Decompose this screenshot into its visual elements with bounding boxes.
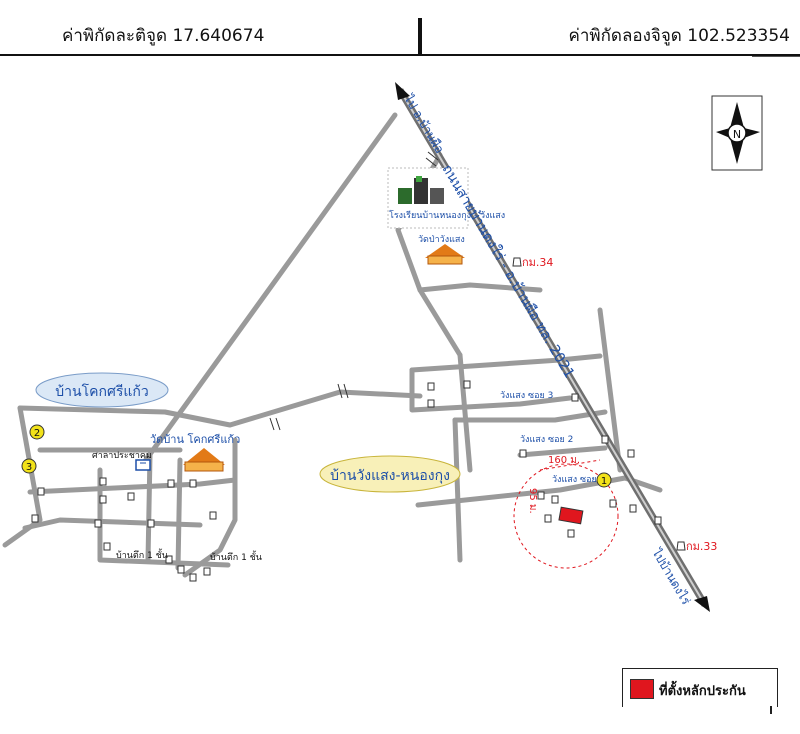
soi3-label: วังแสง ซอย 3 — [500, 391, 553, 401]
svg-text:2: 2 — [34, 428, 40, 439]
temple-icon — [183, 448, 225, 472]
coordinates-header: ค่าพิกัดละติจูด 17.640674 ค่าพิกัดลองจิจ… — [0, 0, 800, 56]
svg-text:1: 1 — [601, 476, 607, 487]
marker-1: 1 — [596, 472, 612, 488]
house-label-2: บ้านตึก 1 ชั้น — [210, 550, 262, 563]
longitude-label: ค่าพิกัดลองจิจูด 102.523354 — [568, 26, 791, 46]
svg-text:บ้านโคกศรีแก้ว: บ้านโคกศรีแก้ว — [55, 383, 148, 400]
collateral-marker — [558, 506, 584, 525]
km34-label: กม.34 — [522, 256, 553, 269]
sala-icon — [135, 459, 151, 471]
legend-tick — [770, 706, 772, 714]
svg-text:3: 3 — [26, 462, 32, 473]
house-label-1: บ้านตึก 1 ชั้น — [116, 548, 168, 561]
km33-label: กม.33 — [686, 540, 717, 553]
legend-label: ที่ตั้งหลักประกัน — [659, 684, 746, 699]
village-wang-saeng: บ้านวังแสง-หนองกุง — [319, 455, 461, 493]
km-marker-icon — [676, 541, 686, 551]
distance-160-label: 160 ม. — [548, 455, 580, 466]
highway-label: ถนนสายบ้านดงใร่ - อ.บ้านผือ ทล. 2021 — [439, 161, 579, 381]
temple-khok-label: วัดบ้าน โคกศรีแก้ว — [150, 432, 240, 446]
temple-icon — [425, 244, 465, 265]
sala-label: ศาลาประชาคม — [92, 451, 152, 461]
km-marker-icon — [512, 257, 522, 267]
distance-160-line — [539, 459, 601, 471]
latitude-label: ค่าพิกัดละติจูด 17.640674 — [62, 26, 265, 46]
compass-icon: N — [711, 95, 763, 171]
soi2-label: วังแสง ซอย 2 — [520, 435, 573, 445]
header-rule — [752, 56, 800, 57]
legend-swatch — [630, 679, 654, 699]
distance-95-label: 95 ม. — [527, 488, 538, 514]
school-label: โรงเรียนบ้านหนองกุง - วังแสง — [389, 210, 505, 221]
header-divider — [418, 18, 422, 54]
legend: ที่ตั้งหลักประกัน — [622, 668, 778, 707]
temple-wang-saeng-label: วัดป่าวังแสง — [418, 235, 465, 245]
marker-3: 3 — [21, 458, 37, 474]
soi1-label: วังแสง ซอย 1 — [552, 475, 605, 485]
village-khok-si-kaeo: บ้านโคกศรีแก้ว — [35, 372, 169, 408]
to-ban-phue-label: ไป อ.บ้านผือ — [401, 92, 447, 156]
marker-2: 2 — [29, 424, 45, 440]
house-icons — [31, 380, 662, 582]
radius-circle — [513, 463, 619, 569]
school-icon — [387, 167, 469, 229]
bridge-marks — [269, 151, 439, 431]
svg-text:บ้านวังแสง-หนองกุง: บ้านวังแสง-หนองกุง — [330, 468, 450, 484]
svg-text:N: N — [733, 128, 741, 141]
